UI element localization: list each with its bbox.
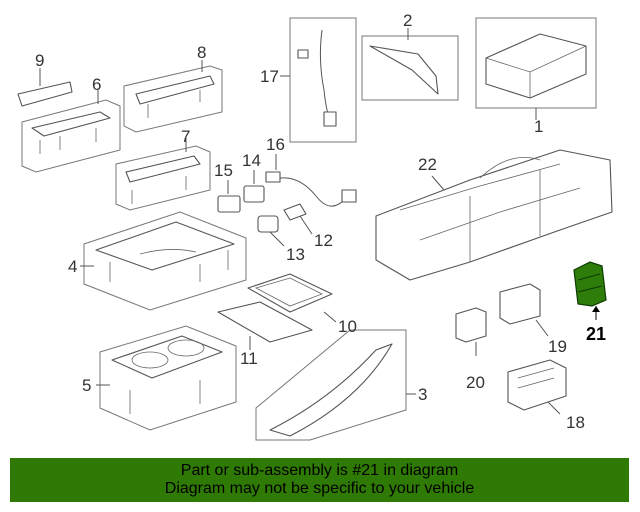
callout-16: 16: [266, 135, 285, 154]
callout-8: 8: [197, 43, 206, 62]
callout-20: 20: [466, 373, 485, 392]
callout-15: 15: [214, 161, 233, 180]
part-22: [375, 149, 613, 281]
part-12: [283, 203, 313, 235]
callout-12: 12: [314, 231, 333, 250]
callout-7: 7: [181, 127, 190, 146]
callout-9: 9: [35, 51, 44, 70]
info-banner: Part or sub-assembly is #21 in diagram D…: [10, 458, 629, 502]
part-17: [280, 17, 357, 143]
part-9: [17, 68, 73, 107]
callout-14: 14: [242, 151, 261, 170]
callout-1: 1: [534, 117, 543, 136]
part-16: [265, 154, 357, 207]
part-21-highlighted: [573, 261, 607, 320]
callout-5: 5: [82, 376, 91, 395]
callout-11: 11: [240, 349, 258, 368]
callout-22: 22: [418, 155, 437, 174]
part-13: [257, 215, 285, 247]
callout-4: 4: [68, 257, 77, 276]
part-14: [243, 170, 265, 203]
part-2: [361, 28, 459, 101]
part-10: [247, 273, 337, 323]
exploded-parts-diagram: 1 2 3 4 5 6 7 8 9 10 11 12 13 14 15 16 1…: [17, 11, 613, 441]
callout-10: 10: [338, 317, 357, 336]
part-7: [115, 138, 211, 211]
callout-2: 2: [403, 11, 412, 30]
callout-13: 13: [286, 245, 305, 264]
part-11: [217, 301, 313, 350]
part-5: [96, 325, 237, 431]
part-1: [475, 17, 597, 120]
part-15: [217, 180, 241, 213]
part-6: [21, 90, 121, 173]
callout-6: 6: [92, 75, 101, 94]
callout-21: 21: [586, 324, 606, 344]
banner-line-2: Diagram may not be specific to your vehi…: [164, 480, 475, 497]
callout-3: 3: [418, 385, 427, 404]
callout-18: 18: [566, 413, 585, 432]
part-3: [255, 329, 416, 441]
callout-19: 19: [548, 337, 567, 356]
banner-line-1: Part or sub-assembly is #21 in diagram: [180, 462, 459, 479]
callout-17: 17: [260, 67, 279, 86]
part-4: [80, 211, 247, 311]
part-18: [507, 359, 567, 415]
part-20: [455, 307, 487, 356]
part-8: [123, 60, 223, 133]
part-19: [499, 283, 549, 337]
